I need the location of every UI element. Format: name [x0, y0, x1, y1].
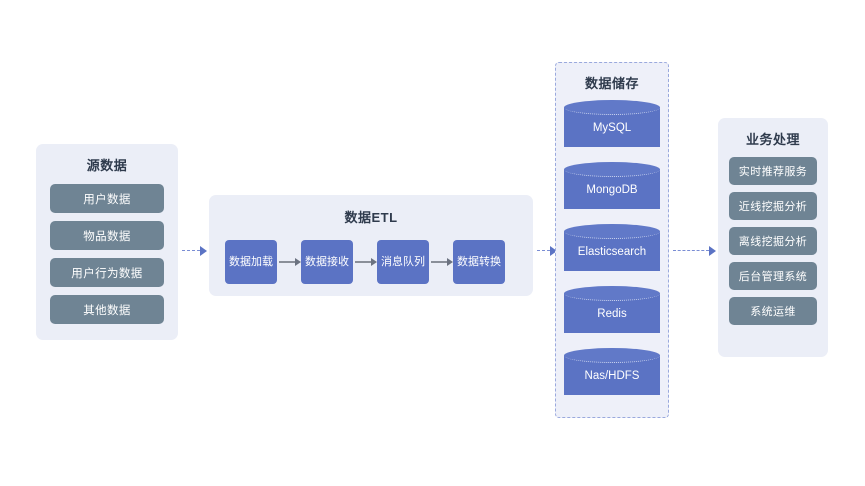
list-item[interactable]: 物品数据 [50, 221, 164, 250]
source-data-panel: 源数据 用户数据 物品数据 用户行为数据 其他数据 [36, 144, 178, 340]
list-item[interactable]: 其他数据 [50, 295, 164, 324]
list-item[interactable]: 近线挖掘分析 [729, 192, 817, 220]
etl-step[interactable]: 消息队列 [377, 240, 429, 284]
storage-cylinder-list: MySQL MongoDB Elasticsearch Redis [556, 100, 668, 402]
connector-etl-to-storage [537, 246, 557, 256]
cylinder-top [564, 286, 660, 301]
business-processing-title: 业务处理 [745, 132, 800, 147]
data-etl-title: 数据ETL [344, 210, 398, 225]
cylinder-label: MySQL [592, 122, 632, 134]
cylinder-label: MongoDB [586, 184, 638, 196]
cylinder-label: Elasticsearch [577, 246, 647, 258]
connector-line [673, 250, 709, 251]
list-item[interactable]: 后台管理系统 [729, 262, 817, 290]
connector-line [182, 250, 200, 251]
connector-line [537, 250, 550, 251]
arrowhead-icon [200, 246, 207, 256]
source-data-list: 用户数据 物品数据 用户行为数据 其他数据 [36, 184, 178, 324]
cylinder-top [564, 162, 660, 177]
list-item[interactable]: 系统运维 [729, 297, 817, 325]
list-item[interactable]: 用户数据 [50, 184, 164, 213]
etl-step[interactable]: 数据加载 [225, 240, 277, 284]
etl-step[interactable]: 数据转换 [453, 240, 505, 284]
connector-storage-to-business [673, 246, 716, 256]
cylinder-top [564, 348, 660, 363]
arrow-right-icon [429, 255, 453, 269]
business-processing-panel: 业务处理 实时推荐服务 近线挖掘分析 离线挖掘分析 后台管理系统 系统运维 [718, 118, 828, 357]
etl-step-row: 数据加载 数据接收 消息队列 数据转换 [225, 240, 505, 284]
cylinder-label: Nas/HDFS [584, 370, 640, 382]
cylinder-top [564, 224, 660, 239]
database-cylinder-icon[interactable]: Nas/HDFS [564, 348, 660, 402]
data-storage-panel: 数据储存 MySQL MongoDB Elasticsearch [555, 62, 669, 418]
list-item[interactable]: 实时推荐服务 [729, 157, 817, 185]
arrowhead-icon [550, 246, 557, 256]
connector-source-to-etl [182, 246, 207, 256]
data-etl-panel: 数据ETL 数据加载 数据接收 消息队列 数据转换 [209, 195, 533, 296]
arrow-right-icon [353, 255, 377, 269]
source-data-title: 源数据 [86, 158, 128, 173]
etl-step[interactable]: 数据接收 [301, 240, 353, 284]
cylinder-top [564, 100, 660, 115]
database-cylinder-icon[interactable]: Redis [564, 286, 660, 340]
arrow-right-icon [277, 255, 301, 269]
arrowhead-icon [709, 246, 716, 256]
database-cylinder-icon[interactable]: Elasticsearch [564, 224, 660, 278]
cylinder-label: Redis [597, 308, 627, 320]
database-cylinder-icon[interactable]: MongoDB [564, 162, 660, 216]
data-storage-title: 数据储存 [584, 76, 639, 91]
business-processing-list: 实时推荐服务 近线挖掘分析 离线挖掘分析 后台管理系统 系统运维 [718, 157, 828, 325]
list-item[interactable]: 用户行为数据 [50, 258, 164, 287]
list-item[interactable]: 离线挖掘分析 [729, 227, 817, 255]
database-cylinder-icon[interactable]: MySQL [564, 100, 660, 154]
